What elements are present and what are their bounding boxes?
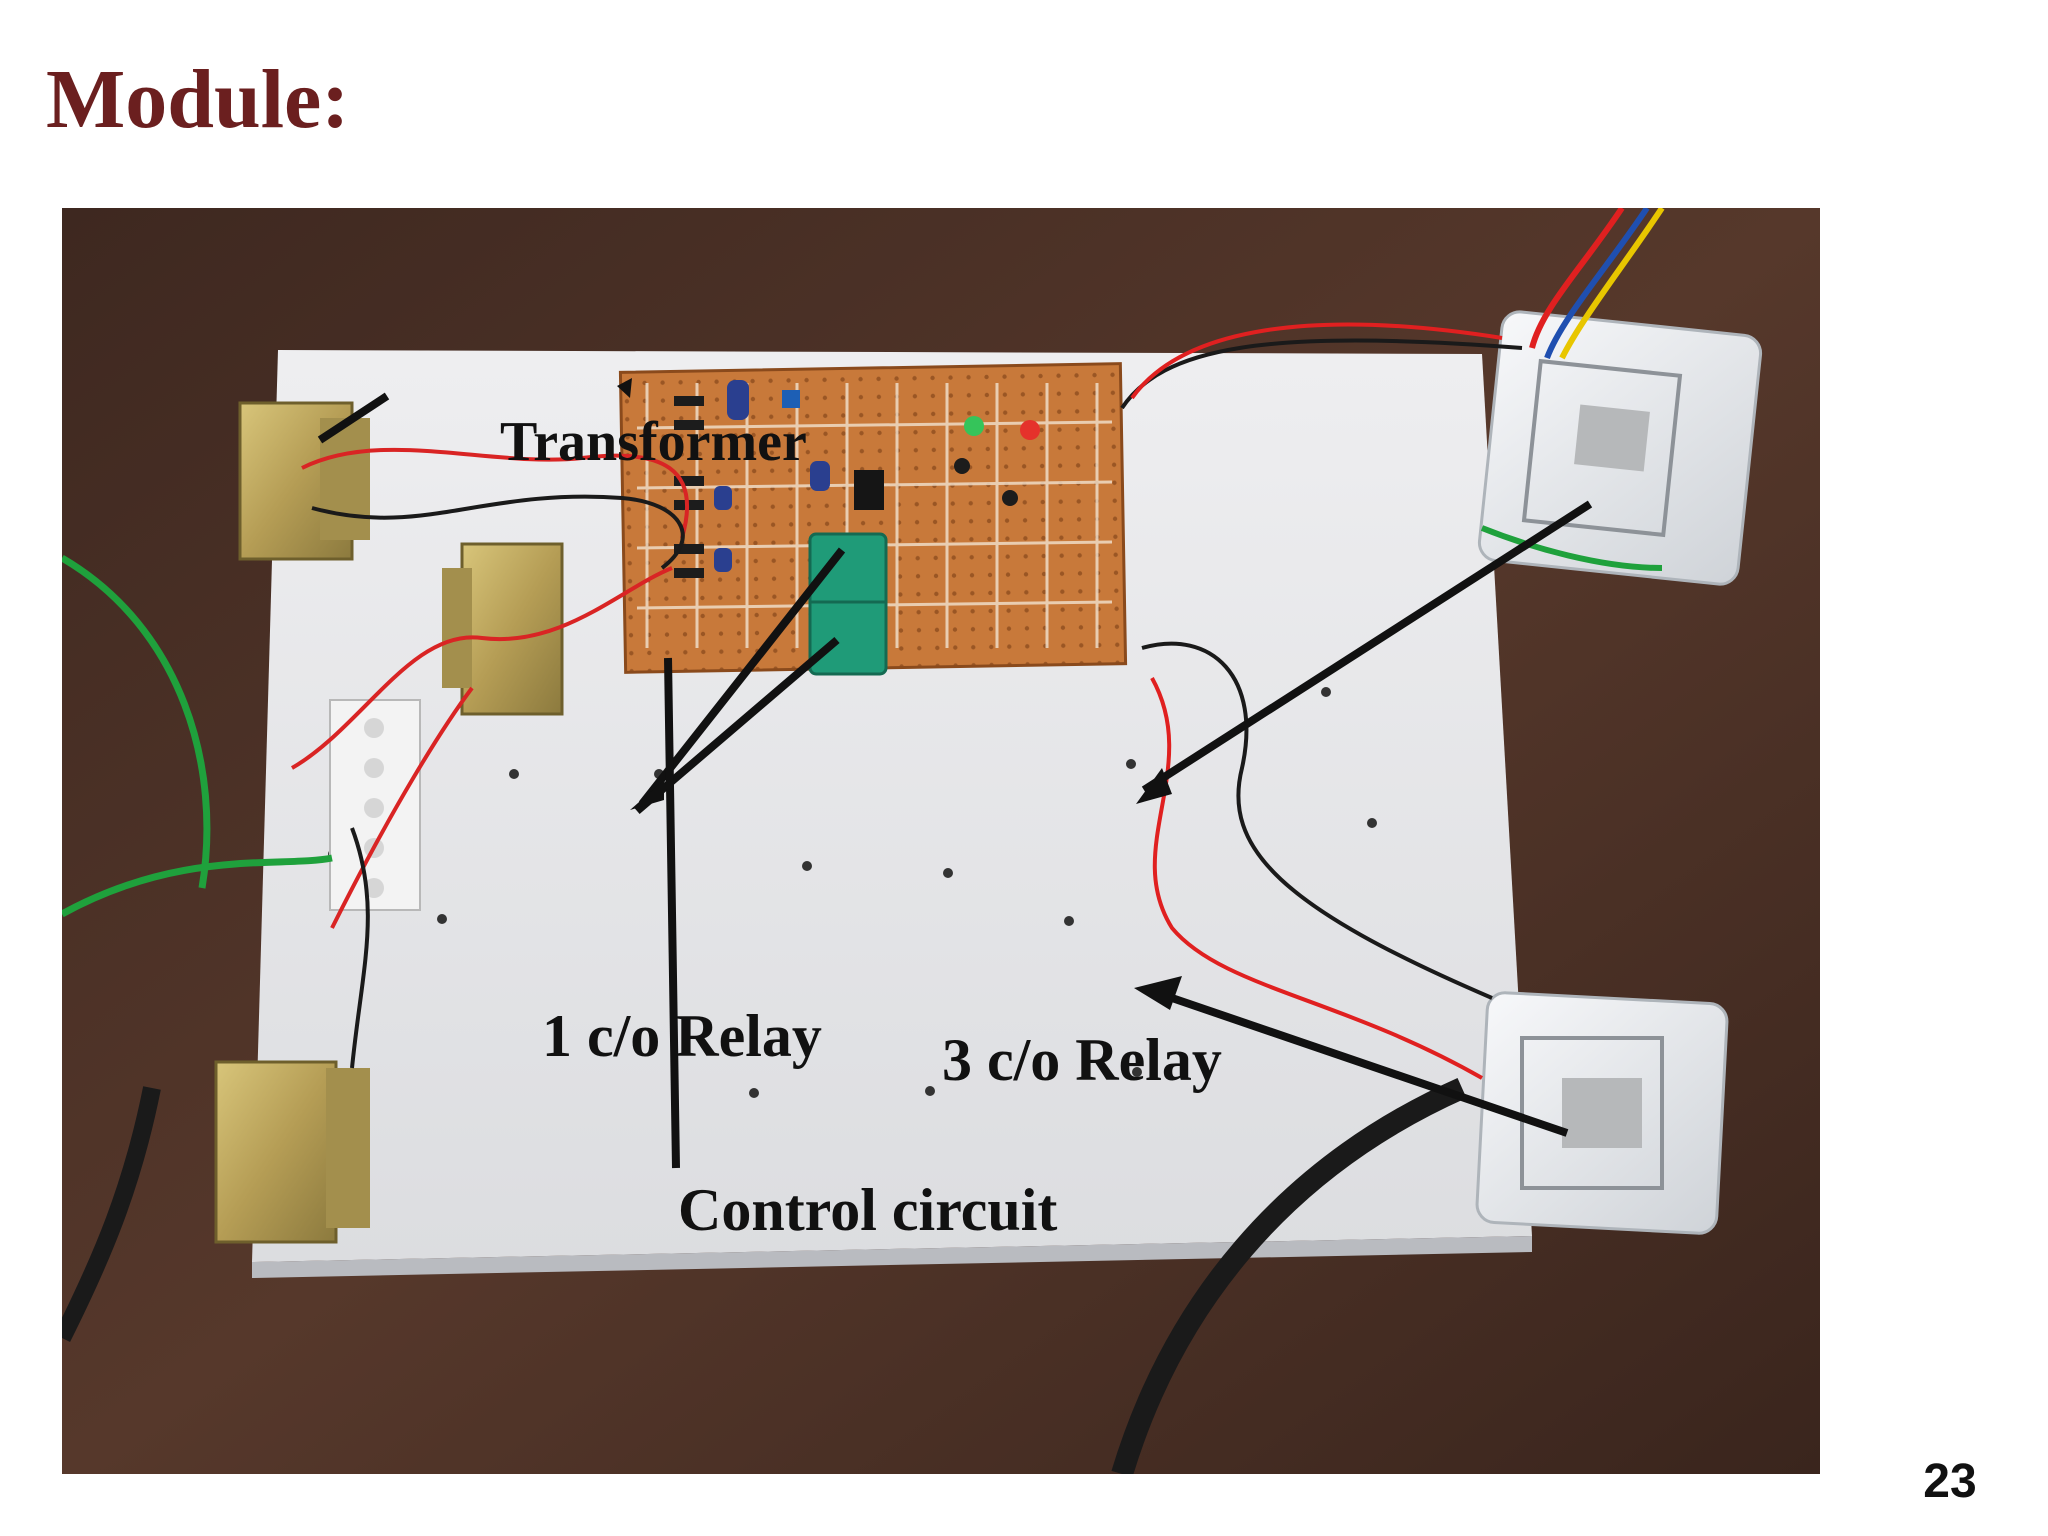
label-control-circuit: Control circuit — [678, 1177, 1057, 1243]
relay-3co-top — [1477, 310, 1763, 586]
terminal-strip — [329, 699, 421, 911]
transformer-top — [238, 401, 370, 561]
label-3co-relay: 3 c/o Relay — [942, 1027, 1222, 1093]
annotation-arrowheads — [617, 378, 1182, 1010]
transformer-bottom — [214, 1060, 370, 1244]
wiring — [62, 208, 1665, 1474]
mounting-board — [252, 350, 1532, 1262]
label-1co-relay: 1 c/o Relay — [542, 1003, 822, 1069]
slide-title: Module: — [46, 53, 350, 146]
label-transformer: Transformer — [500, 411, 807, 473]
transformer-middle — [442, 542, 564, 716]
annotation-lines — [317, 392, 1593, 1169]
relay-3co-bottom — [1475, 991, 1729, 1235]
page-number: 23 — [1923, 1455, 1977, 1508]
module-photo: Transformer 1 c/o Relay 3 c/o Relay Cont… — [62, 208, 1820, 1474]
